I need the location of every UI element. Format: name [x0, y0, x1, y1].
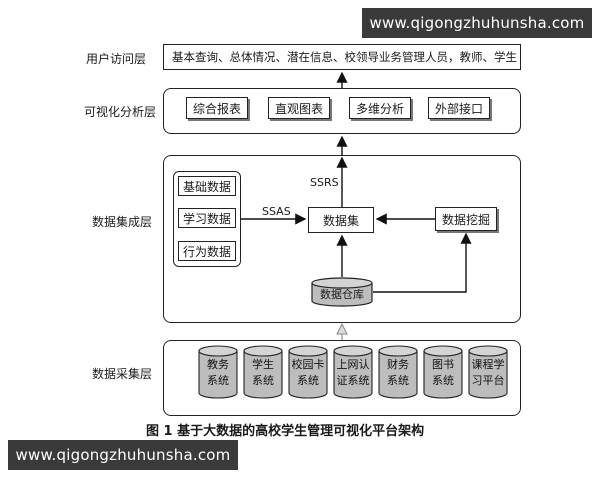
source-system-line2: 习平台: [471, 374, 505, 387]
ssas-label: SSAS: [262, 205, 291, 218]
source-system-label: 课程学习平台: [468, 357, 508, 389]
source-system-line1: 图书: [432, 358, 454, 371]
source-system-label: 校园卡系统: [288, 357, 328, 389]
warehouse-cylinder-shape: [311, 277, 373, 307]
data-warehouse-label: 数据仓库: [320, 288, 364, 301]
report-box: 综合报表: [186, 97, 248, 119]
source-system-label: 教务系统: [198, 357, 238, 389]
source-system-cylinder: 图书系统: [423, 345, 463, 399]
data-collection-layer-label: 数据采集层: [92, 367, 153, 381]
dataset-box: 数据集: [308, 207, 374, 233]
source-system-cylinder: 校园卡系统: [288, 345, 328, 399]
data-mining-box: 数据挖掘: [435, 207, 497, 231]
source-system-cylinder: 教务系统: [198, 345, 238, 399]
source-system-line1: 财务: [387, 358, 409, 371]
arrow-collection-to-integration-head: [336, 322, 348, 335]
external-interface-box: 外部接口: [428, 97, 490, 119]
cylinder-shape: [198, 345, 238, 399]
cylinder-shape: [468, 345, 508, 399]
user-access-content: 基本查询、总体情况、潜在信息、校领导业务管理人员，教师、学生: [172, 50, 517, 64]
learning-data-box: 学习数据: [178, 208, 236, 228]
cylinder-shape: [423, 345, 463, 399]
figure-caption: 图 1 基于大数据的高校学生管理可视化平台架构: [146, 424, 425, 439]
source-system-line2: 系统: [387, 374, 409, 387]
source-system-label: 财务系统: [378, 357, 418, 389]
ssrs-label: SSRS: [310, 176, 339, 189]
data-integration-layer-label: 数据集成层: [92, 215, 153, 229]
source-system-line1: 教务: [207, 358, 229, 371]
source-system-line2: 证系统: [336, 374, 370, 387]
cylinder-shape: [288, 345, 328, 399]
source-system-label: 学生系统: [243, 357, 283, 389]
source-system-line2: 系统: [297, 374, 319, 387]
source-system-line1: 校园卡: [291, 358, 325, 371]
chart-box: 直观图表: [268, 97, 330, 119]
user-access-layer-label: 用户访问层: [86, 52, 147, 66]
watermark-bottom: www.qigongzhuhunsha.com: [8, 440, 238, 470]
source-system-cylinder: 财务系统: [378, 345, 418, 399]
source-system-cylinder: 学生系统: [243, 345, 283, 399]
source-system-line2: 系统: [252, 374, 274, 387]
source-system-line1: 上网认: [336, 358, 370, 371]
cylinder-shape: [333, 345, 373, 399]
source-system-line1: 课程学: [471, 358, 505, 371]
source-system-cylinder: 上网认证系统: [333, 345, 373, 399]
basic-data-box: 基础数据: [178, 176, 236, 196]
cylinder-shape: [378, 345, 418, 399]
user-access-box: 基本查询、总体情况、潜在信息、校领导业务管理人员，教师、学生: [163, 44, 521, 70]
cylinder-shape: [243, 345, 283, 399]
visual-analysis-layer-label: 可视化分析层: [84, 105, 157, 119]
source-system-label: 图书系统: [423, 357, 463, 389]
data-warehouse-cylinder: 数据仓库: [311, 277, 373, 307]
source-system-label: 上网认证系统: [333, 357, 373, 389]
source-system-line2: 系统: [432, 374, 454, 387]
source-system-cylinder: 课程学习平台: [468, 345, 508, 399]
source-system-line2: 系统: [207, 374, 229, 387]
watermark-top: www.qigongzhuhunsha.com: [362, 8, 592, 38]
multidim-analysis-box: 多维分析: [349, 97, 411, 119]
source-system-line1: 学生: [252, 358, 274, 371]
behavior-data-box: 行为数据: [178, 241, 236, 261]
